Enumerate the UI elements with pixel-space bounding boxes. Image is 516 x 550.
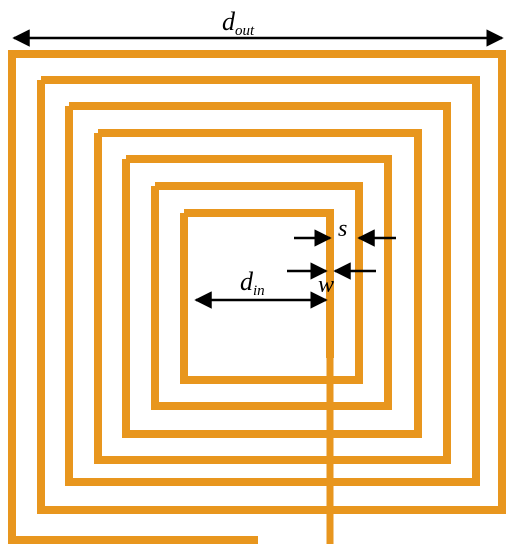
coil-turn-3	[69, 102, 451, 464]
d-out-dimension: dout	[12, 7, 504, 47]
d-in-dimension: din	[194, 267, 328, 309]
w-label: w	[318, 272, 334, 298]
d-in-label: din	[240, 267, 265, 299]
s-dimension: s	[294, 216, 396, 247]
coil-turn-5	[126, 155, 392, 410]
coil-turn-4	[98, 129, 422, 438]
coil-turn-2	[41, 76, 480, 486]
coil-turn-6	[155, 182, 363, 384]
coil-turns	[8, 50, 506, 544]
w-dimension: w	[287, 262, 376, 298]
d-out-label: dout	[222, 7, 255, 39]
s-label: s	[338, 216, 347, 242]
coil-turn-7	[184, 209, 334, 358]
coil-turn-1	[8, 50, 506, 544]
